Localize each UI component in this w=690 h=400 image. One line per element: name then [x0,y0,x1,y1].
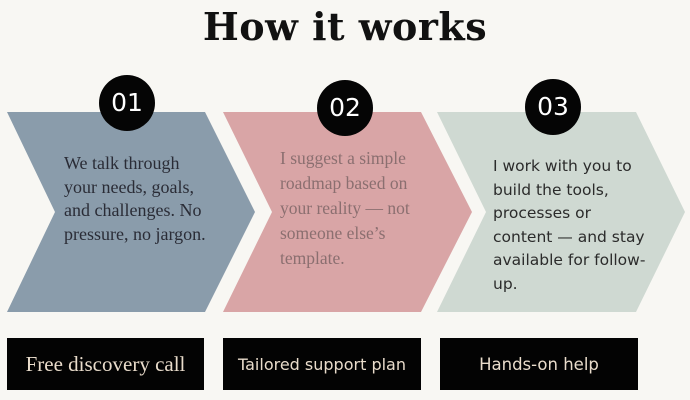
step-label-text-3: Hands-on help [479,354,599,374]
step-number-1: 01 [99,75,155,131]
chevron-step-3 [437,112,685,312]
page-title: How it works [202,4,488,49]
step-number-2: 02 [317,80,373,136]
step-label-3: Hands-on help [440,338,638,390]
step-label-2: Tailored support plan [223,338,421,390]
step-description-1: We talk through your needs, goals, and c… [64,153,206,244]
step-label-text-2: Tailored support plan [238,354,406,374]
step-description-2: I suggest a simple roadmap based on your… [280,148,410,268]
chevron-step-2 [223,112,472,312]
step-number-3: 03 [525,79,581,135]
chevron-step-1 [7,112,255,312]
step-label-1: Free discovery call [7,338,204,390]
step-label-text-1: Free discovery call [25,351,186,376]
step-description-3: I work with you to build the tools, proc… [493,157,646,293]
